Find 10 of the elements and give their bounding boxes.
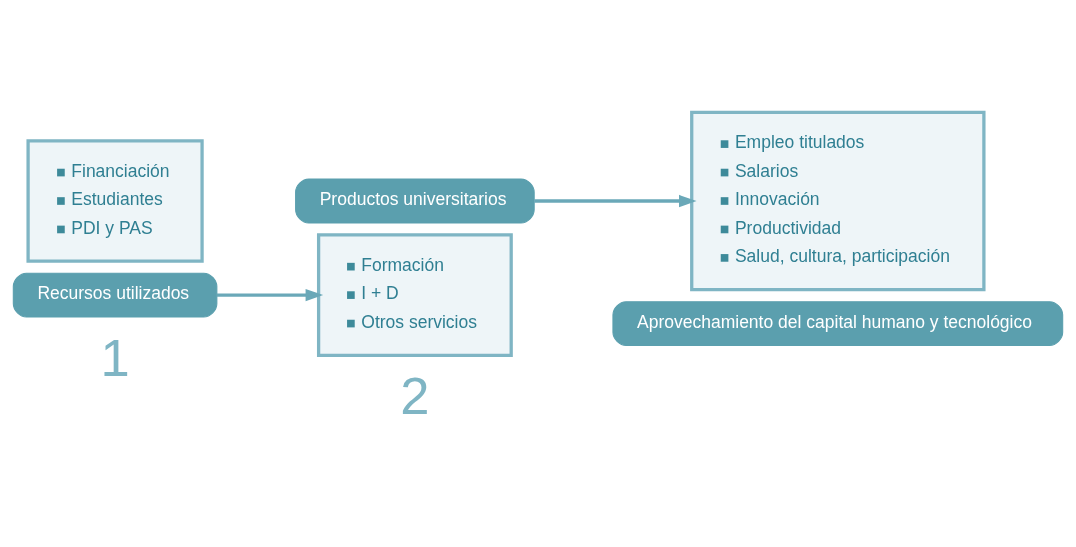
label: 2	[400, 366, 430, 426]
node-box: Productos universitarios	[295, 178, 535, 224]
node-box: Formación I + D Otros servicios	[316, 233, 513, 357]
node-box: Empleo titulados Salarios Innovación Productividad Salud, cultura, participación	[690, 110, 986, 292]
node-box: Financiación Estudiantes PDI y PAS	[26, 139, 204, 263]
node-box: Recursos utilizados	[12, 272, 218, 318]
label: 1	[100, 327, 130, 387]
arrow	[216, 288, 324, 302]
node-box: Aprovechamiento del capital humano y tecnológico	[612, 301, 1064, 346]
arrow	[534, 194, 697, 208]
